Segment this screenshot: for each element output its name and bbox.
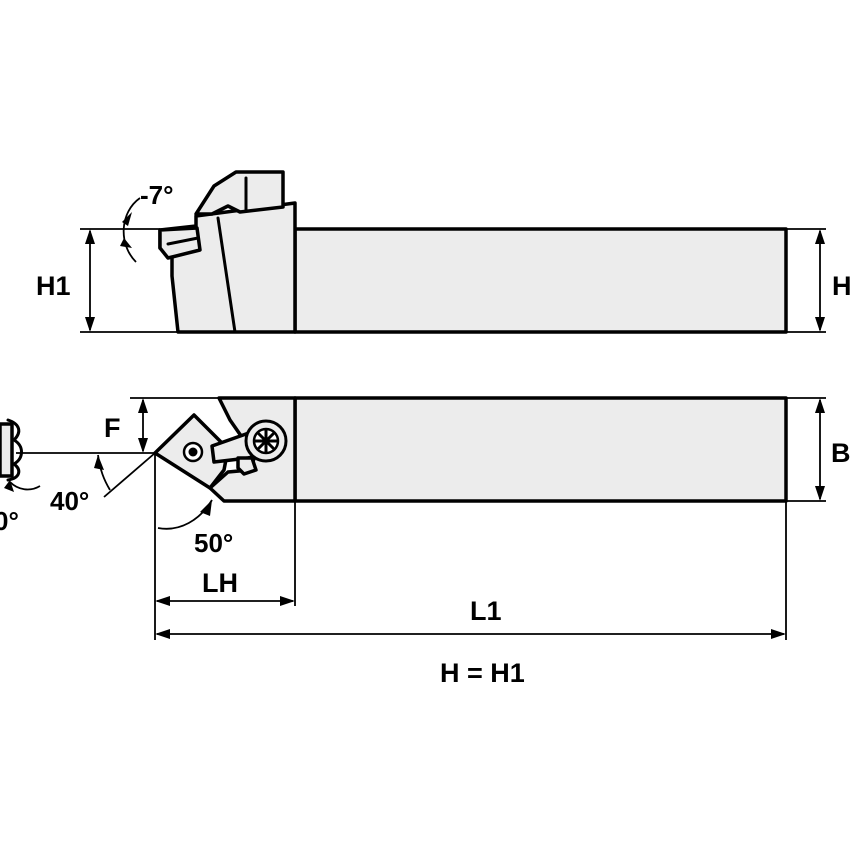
angle-50-arc bbox=[157, 499, 213, 530]
side-view-clamp bbox=[194, 170, 285, 216]
top-angle-arrow-2 bbox=[120, 238, 132, 248]
h-arrow-bottom bbox=[815, 317, 825, 332]
side-view-head-edge bbox=[216, 216, 237, 334]
top-angle-arc bbox=[122, 197, 141, 263]
lh-label: LH bbox=[202, 568, 238, 598]
h-label: H bbox=[832, 271, 852, 301]
angle-40-leg bbox=[103, 452, 156, 498]
b-label: B bbox=[831, 438, 851, 468]
l1-label: L1 bbox=[470, 596, 502, 626]
h1-label: H1 bbox=[36, 271, 71, 301]
b-arrow-top bbox=[815, 398, 825, 413]
side-view-insert-line bbox=[166, 236, 200, 246]
l1-arrow-left bbox=[155, 629, 170, 639]
angle-50-label: 50° bbox=[194, 528, 233, 558]
side-view-head bbox=[158, 201, 297, 334]
lh-arrow-right bbox=[280, 596, 295, 606]
angle-50-arrow bbox=[200, 500, 212, 516]
f-label: F bbox=[104, 413, 121, 443]
lh-arrow-left bbox=[155, 596, 170, 606]
left-profile-stub bbox=[0, 422, 14, 478]
angle-40-label: 40° bbox=[50, 486, 89, 516]
top-view-shank bbox=[293, 396, 788, 503]
left-profile bbox=[6, 418, 23, 482]
formula-label: H = H1 bbox=[440, 658, 525, 688]
l1-arrow-right bbox=[771, 629, 786, 639]
side-view-shank bbox=[293, 227, 788, 334]
h-arrow-top bbox=[815, 229, 825, 244]
clamp-pin bbox=[236, 456, 258, 476]
left-angle-label: 0° bbox=[0, 506, 19, 536]
top-angle-label: -7° bbox=[140, 180, 174, 210]
top-view: 0° F 40° 50° B LH bbox=[0, 396, 851, 688]
left-angle-arrow bbox=[4, 480, 14, 492]
b-arrow-bottom bbox=[815, 486, 825, 501]
left-angle-arc bbox=[9, 481, 41, 491]
h1-arrow-top bbox=[85, 229, 95, 244]
top-angle-arrow bbox=[122, 212, 132, 226]
clamp-screw-socket bbox=[253, 428, 279, 454]
h1-arrow-bottom bbox=[85, 317, 95, 332]
angle-40-arrow bbox=[94, 455, 104, 470]
insert-hole-inner bbox=[188, 447, 198, 457]
f-arrow-top bbox=[138, 398, 148, 413]
side-view: -7° H1 H bbox=[36, 170, 852, 334]
f-arrow-bottom bbox=[138, 438, 148, 453]
